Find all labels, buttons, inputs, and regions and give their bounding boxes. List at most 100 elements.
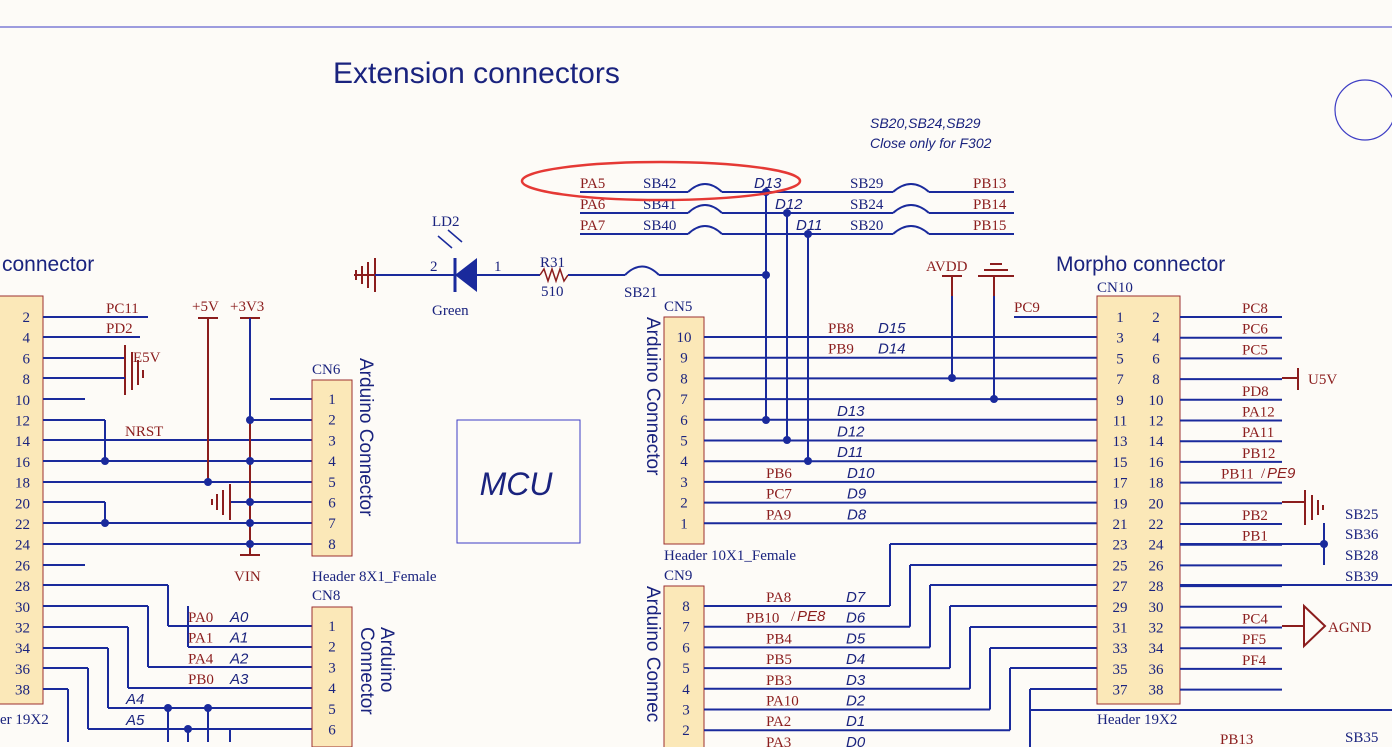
- cn8-ref: CN8: [312, 588, 340, 604]
- left-header-pin-38: 38: [15, 683, 30, 699]
- morpho-body: [1096, 295, 1181, 705]
- morpho-pin-13: 13: [1113, 434, 1128, 450]
- led-symbol: [455, 258, 477, 292]
- left-header-pin-26: 26: [15, 558, 31, 574]
- morpho-net-pb12: PB12: [1242, 446, 1275, 462]
- cn9-arduino-d6: D6: [846, 610, 866, 627]
- morpho-pe9-slash: /: [1261, 466, 1266, 482]
- cn9-pin-6: 6: [682, 640, 690, 656]
- sb21-jumper: [624, 265, 660, 276]
- cn9-net-pe8: PE8: [797, 608, 826, 625]
- net-3v3: +3V3: [230, 299, 264, 315]
- morpho-net-pa11: PA11: [1242, 425, 1274, 441]
- cn5-arduino-d12: D12: [837, 424, 865, 441]
- cn5-pin-4: 4: [680, 454, 688, 470]
- morpho-net-pc5: PC5: [1242, 342, 1268, 358]
- cn5-pin-7: 7: [680, 392, 688, 408]
- left-header-title: connector: [2, 253, 94, 276]
- cn9-net-pa10: PA10: [766, 694, 799, 710]
- top-net-pa6: PA6: [580, 197, 606, 213]
- cn5-body: [663, 316, 705, 545]
- top-net-jumper-right-0: [892, 183, 930, 193]
- cn8-arduino-a2: A2: [229, 650, 249, 667]
- left-header-pin-20: 20: [15, 496, 30, 512]
- morpho-pin-25: 25: [1113, 558, 1128, 574]
- left-header-pin-34: 34: [15, 641, 31, 657]
- cn9-net-pb4: PB4: [766, 631, 792, 647]
- cn9-net-pa8: PA8: [766, 590, 791, 606]
- agnd-symbol: [1303, 603, 1327, 649]
- cn9-arduino-d2: D2: [846, 693, 866, 710]
- morpho-pin-15: 15: [1113, 455, 1128, 471]
- cn8-body: [311, 606, 353, 747]
- left-header-pin-12: 12: [15, 414, 30, 430]
- top-net-pb15: PB15: [973, 218, 1006, 234]
- net-e5v: E5V: [133, 350, 161, 366]
- cn8-vertical-label-1: Arduino: [376, 627, 397, 693]
- cn6-footer: Header 8X1_Female: [312, 569, 437, 585]
- morpho-bridge-sb36: SB36: [1345, 527, 1379, 543]
- morpho-pin-2: 2: [1152, 310, 1160, 326]
- cn5-pin-3: 3: [680, 475, 688, 491]
- top-net-pb13: PB13: [973, 176, 1006, 192]
- morpho-bridge-sb28: SB28: [1345, 548, 1378, 564]
- net-pc9: PC9: [1014, 300, 1040, 316]
- cn5-pin-1: 1: [680, 516, 688, 532]
- morpho-net-pe9: PE9: [1267, 465, 1296, 482]
- left-header-pin-14: 14: [15, 434, 31, 450]
- morpho-pin-24: 24: [1149, 538, 1165, 554]
- cn6-pin-6: 6: [328, 496, 336, 512]
- morpho-net-pc6: PC6: [1242, 322, 1268, 338]
- resistor-value: 510: [541, 284, 564, 300]
- morpho-pin-17: 17: [1113, 476, 1129, 492]
- cn9-ref: CN9: [664, 568, 692, 584]
- mcu-box: [456, 419, 581, 544]
- morpho-pin-33: 33: [1113, 641, 1128, 657]
- left-header-pin-28: 28: [15, 579, 30, 595]
- net-nrst: NRST: [125, 424, 163, 440]
- cn8-pin-4: 4: [328, 681, 336, 697]
- left-header-pin-10: 10: [15, 393, 30, 409]
- morpho-pin-36: 36: [1149, 662, 1165, 678]
- cn9-arduino-d1: D1: [846, 713, 865, 730]
- cn5-arduino-d13: D13: [837, 403, 865, 420]
- morpho-ref: CN10: [1097, 280, 1133, 296]
- left-header-pin-36: 36: [15, 662, 31, 678]
- morpho-net-pb1: PB1: [1242, 529, 1268, 545]
- morpho-net-pf4: PF4: [1242, 653, 1267, 669]
- morpho-pin-35: 35: [1113, 662, 1128, 678]
- cn5-pin-6: 6: [680, 413, 688, 429]
- left-header-pin-6: 6: [23, 351, 31, 367]
- morpho-pin-38: 38: [1149, 683, 1164, 699]
- morpho-pin-31: 31: [1113, 621, 1128, 637]
- morpho-pin-32: 32: [1149, 621, 1164, 637]
- cn8-net-pa1: PA1: [188, 631, 213, 647]
- top-arduino-d11: D11: [796, 217, 822, 234]
- cn8-arduino-a3: A3: [229, 671, 249, 688]
- cn5-net-pc7: PC7: [766, 487, 792, 503]
- net-u5v: U5V: [1308, 372, 1337, 388]
- top-net-jumper-right-2: [892, 225, 930, 235]
- cn8-pin-1: 1: [328, 619, 336, 635]
- morpho-pin-22: 22: [1149, 517, 1164, 533]
- top-bridge-sb20: SB20: [850, 218, 883, 234]
- left-header-pin-4: 4: [23, 331, 31, 347]
- bridge-note-line2: Close only for F302: [870, 135, 992, 151]
- top-bridge-sb24: SB24: [850, 197, 884, 213]
- top-arduino-d12: D12: [775, 196, 803, 213]
- morpho-pin-28: 28: [1149, 579, 1164, 595]
- cn9-pin-2: 2: [682, 723, 690, 739]
- cn5-net-pa9: PA9: [766, 507, 791, 523]
- morpho-pin-21: 21: [1113, 517, 1128, 533]
- morpho-sb-junction: [1320, 540, 1328, 548]
- cn8-arduino-a1: A1: [229, 630, 248, 647]
- cn5-junction-d11: [804, 457, 812, 465]
- cn6-pin-4: 4: [328, 454, 336, 470]
- cn9-pe8-prefix: /: [791, 609, 796, 625]
- highlight-pa5-d13: [520, 160, 802, 202]
- morpho-bridge-sb35: SB35: [1345, 730, 1378, 746]
- left-header-pin-32: 32: [15, 621, 30, 637]
- led-pin-k: 2: [430, 259, 438, 275]
- morpho-pin-27: 27: [1113, 579, 1129, 595]
- cn5-pin-5: 5: [680, 434, 688, 450]
